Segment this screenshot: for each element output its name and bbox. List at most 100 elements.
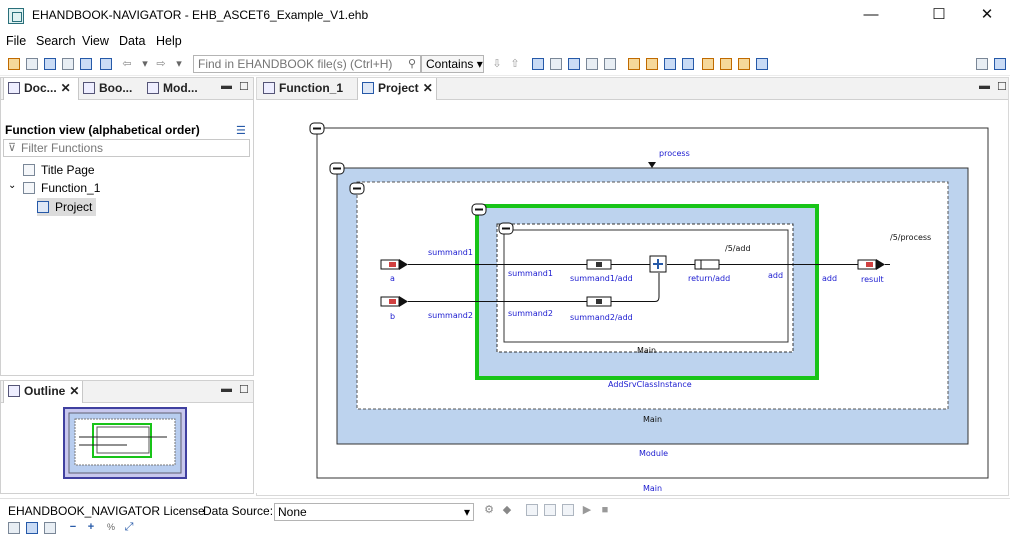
book-icon[interactable] [44, 58, 56, 70]
tree-item-function-1[interactable]: Function_1 [23, 179, 100, 197]
close-icon[interactable]: ✕ [60, 81, 71, 95]
tab-documents[interactable]: Doc...✕ [3, 78, 79, 100]
close-icon[interactable]: ✕ [69, 384, 80, 398]
tool-6-icon[interactable] [628, 58, 640, 70]
perspective-2-icon[interactable] [994, 58, 1006, 70]
tool-10-icon[interactable] [702, 58, 714, 70]
minimize-button[interactable]: — [863, 6, 879, 23]
outline-icon [8, 385, 20, 397]
document-icon [8, 82, 20, 94]
tab-project-label: Project [378, 81, 419, 95]
tool-5-icon[interactable] [604, 58, 616, 70]
back-dropdown-icon[interactable]: ▾ [142, 58, 148, 70]
summand1-add-var [586, 259, 612, 270]
search-down-icon[interactable]: ⇩ [492, 58, 502, 70]
datasource-select[interactable]: None ▾ [274, 503, 474, 521]
collapse-module-icon [329, 162, 345, 175]
label-input-b: b [390, 312, 395, 321]
search-field[interactable]: ⚲ [193, 55, 421, 73]
tool-3-icon[interactable] [568, 58, 580, 70]
close-button[interactable]: ✕ [980, 6, 994, 23]
label-return-add: return/add [688, 274, 730, 283]
stop-icon[interactable]: ■ [601, 504, 609, 516]
tool-4-icon[interactable] [586, 58, 598, 70]
tab-bookmarks[interactable]: Boo... [79, 78, 143, 100]
search-input[interactable] [198, 57, 398, 71]
app-icon [8, 8, 24, 24]
maximize-view-icon[interactable]: ☐ [997, 81, 1007, 93]
collapse-mid-icon [349, 182, 365, 195]
zoom-in-icon[interactable]: + [87, 521, 95, 533]
zoom-out-icon[interactable]: − [69, 521, 77, 533]
sync-icon[interactable] [100, 58, 112, 70]
play-icon[interactable]: ▶ [582, 504, 592, 516]
tree-item-title-page[interactable]: Title Page [23, 161, 95, 179]
fit-icon[interactable]: ⤢ [124, 521, 134, 533]
tool-2-icon[interactable] [550, 58, 562, 70]
record-icon[interactable] [526, 504, 538, 516]
page-icon [263, 82, 275, 94]
view-split-icon[interactable] [26, 522, 38, 534]
menu-file[interactable]: File [6, 34, 27, 48]
window-title: EHANDBOOK-NAVIGATOR - EHB_ASCET6_Example… [32, 8, 369, 22]
forward-icon[interactable]: ⇨ [156, 58, 166, 70]
input-b-port [380, 296, 408, 307]
tab-project[interactable]: Project✕ [357, 78, 437, 100]
label-input-a: a [390, 274, 395, 283]
list-options-icon[interactable]: ☰ [236, 125, 246, 137]
tool-7-icon[interactable] [646, 58, 658, 70]
view-list-icon[interactable] [8, 522, 20, 534]
forward-dropdown-icon[interactable]: ▾ [176, 58, 182, 70]
tab-outline[interactable]: Outline✕ [3, 381, 83, 403]
page-icon [23, 164, 35, 176]
open-icon[interactable] [8, 58, 20, 70]
grid-icon[interactable] [562, 504, 574, 516]
minimize-view-icon[interactable]: ▬ [221, 383, 232, 395]
close-icon[interactable]: ✕ [422, 81, 433, 95]
back-icon[interactable]: ⇦ [122, 58, 132, 70]
tool-12-icon[interactable] [738, 58, 750, 70]
tool-1-icon[interactable] [532, 58, 544, 70]
perspective-icon[interactable] [976, 58, 988, 70]
table-icon[interactable] [544, 504, 556, 516]
menu-view[interactable]: View [82, 34, 109, 48]
label-summand1-inner: summand1 [508, 269, 553, 278]
tree-item-label: Project [55, 200, 93, 214]
settings-icon[interactable]: ⚙ [484, 504, 494, 516]
tree-item-project[interactable]: Project [37, 198, 97, 216]
eraser-icon[interactable]: ◆ [502, 504, 512, 516]
filter-input[interactable]: Filter Functions [21, 141, 104, 155]
minimize-view-icon[interactable]: ▬ [979, 80, 990, 92]
tab-outline-label: Outline [24, 384, 66, 398]
tab-models[interactable]: Mod... [143, 78, 213, 100]
tool-9-icon[interactable] [682, 58, 694, 70]
diagram-canvas[interactable]: process a b summand1 summand2 summand1 s… [256, 100, 1008, 493]
tab-function-1[interactable]: Function_1 [259, 78, 357, 100]
summand2-add-var [586, 296, 612, 307]
chevron-down-icon[interactable]: ⌄ [8, 180, 17, 191]
output-result-port [857, 259, 890, 270]
menu-search[interactable]: Search [36, 34, 76, 48]
tool-8-icon[interactable] [664, 58, 676, 70]
menu-help[interactable]: Help [156, 34, 182, 48]
search-up-icon[interactable]: ⇧ [510, 58, 520, 70]
minimize-view-icon[interactable]: ▬ [221, 80, 232, 92]
outline-thumbnail[interactable] [63, 407, 187, 479]
datasource-label: Data Source: [203, 504, 274, 518]
maximize-view-icon[interactable]: ☐ [239, 384, 249, 396]
tool-13-icon[interactable] [756, 58, 768, 70]
bookmark-icon [83, 82, 95, 94]
function-view-heading: Function view (alphabetical order) [5, 123, 200, 137]
export-icon[interactable] [80, 58, 92, 70]
zoom-percent-icon[interactable]: % [106, 522, 115, 532]
print-icon[interactable] [62, 58, 74, 70]
filter-field[interactable]: ⊽ Filter Functions [3, 139, 250, 157]
maximize-view-icon[interactable]: ☐ [239, 81, 249, 93]
tool-11-icon[interactable] [720, 58, 732, 70]
save-icon[interactable] [26, 58, 38, 70]
view-panel-icon[interactable] [44, 522, 56, 534]
maximize-button[interactable]: ☐ [932, 6, 946, 23]
datasource-value: None [278, 505, 307, 519]
search-mode-select[interactable]: Contains ▾ [421, 55, 484, 73]
menu-data[interactable]: Data [119, 34, 146, 48]
